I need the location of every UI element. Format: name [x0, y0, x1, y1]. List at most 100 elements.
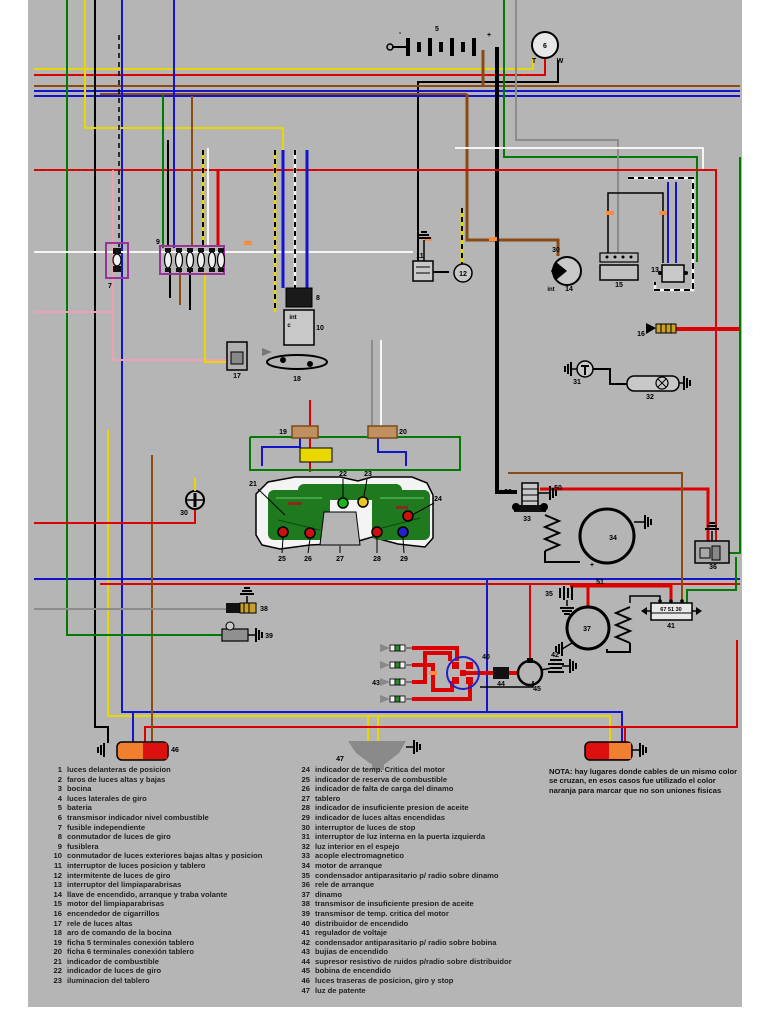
legend-item-number: 19 [53, 937, 62, 947]
component-label: 30 [552, 247, 560, 254]
legend-item-label: bocina [67, 784, 92, 794]
wire [515, 0, 619, 253]
legend-item-number: 24 [301, 765, 310, 774]
component-shape [544, 551, 580, 563]
legend-item-number: 44 [301, 956, 310, 966]
spark-plug-icon [394, 644, 401, 652]
component-shape [661, 264, 685, 283]
component-label: 30 [180, 510, 188, 517]
legend-item-number: 43 [301, 947, 310, 957]
component-shape [606, 643, 631, 653]
component-shape [658, 599, 662, 603]
component-shape [230, 351, 244, 365]
component-shape [609, 743, 631, 759]
component-shape [396, 506, 408, 509]
wire [495, 47, 517, 494]
fuse-icon [198, 248, 204, 252]
component-label: 9 [156, 239, 160, 246]
legend-item: 3 bocina [46, 784, 262, 794]
component-label: int [547, 287, 554, 293]
component-label: 12 [459, 271, 467, 278]
component-shape [413, 502, 435, 515]
component-shape [112, 253, 122, 267]
component-shape [226, 603, 240, 613]
component-label: int [289, 315, 296, 321]
component-shape [680, 599, 684, 603]
component-shape [225, 621, 235, 631]
wire [417, 60, 559, 263]
legend-item: 32 luz interior en el espejo [294, 842, 512, 852]
component-label: W [557, 58, 564, 65]
component-shape [288, 502, 302, 505]
fuse-icon [196, 251, 206, 269]
component-shape [397, 526, 409, 538]
fuse-icon [174, 251, 184, 269]
component-shape [277, 526, 289, 538]
component-shape [337, 497, 349, 509]
component-shape [605, 255, 609, 259]
component-label: 19 [279, 429, 287, 436]
spark-plug-icon [399, 644, 406, 652]
legend-item-label: luz interior en el espejo [315, 841, 400, 851]
legend-item-number: 8 [57, 832, 62, 842]
legend-item-label: distribuidor de encendido [315, 918, 409, 928]
component-label: 10 [316, 325, 324, 332]
legend-item-label: transmisor de insuficiente presion de ac… [315, 899, 474, 909]
component-label: 46 [171, 747, 179, 754]
component-label: 27 [336, 556, 344, 563]
wire [686, 557, 737, 603]
component-label: 30 [504, 489, 512, 496]
component-shape [372, 490, 430, 540]
spark-plug-icon [380, 644, 390, 652]
legend-item-label: indicador de insuficiente presion de ace… [315, 803, 469, 813]
component-shape [307, 538, 311, 554]
fuse-icon [176, 268, 182, 272]
component-label: + [590, 562, 594, 569]
wire [34, 57, 534, 70]
component-shape [699, 547, 711, 559]
legend-item-number: 46 [301, 976, 310, 986]
wire [412, 651, 452, 684]
legend-item-number: 3 [57, 784, 62, 794]
legend-item-number: 11 [53, 860, 62, 870]
spark-plug-icon [389, 661, 396, 669]
component-label: 8 [316, 295, 320, 302]
component-shape [578, 507, 636, 565]
legend-item-label: ficha 5 terminales conexión tablero [67, 937, 195, 947]
component-label: 23 [364, 471, 372, 478]
wire [570, 584, 673, 603]
fuse-icon [198, 268, 204, 272]
wire [34, 169, 717, 543]
legend-item-number: 29 [301, 812, 310, 822]
component-shape [452, 677, 459, 684]
wire [728, 157, 741, 554]
component-label: 42 [551, 652, 559, 659]
component-shape [304, 527, 316, 539]
component-label: - [399, 30, 402, 37]
component-label: 47 [336, 756, 344, 763]
fuse-icon [218, 268, 224, 272]
legend-item-label: ficha 6 terminales conexión tablero [67, 947, 195, 957]
legend-item-label: luz de patente [315, 985, 366, 995]
component-label: 29 [400, 556, 408, 563]
legend-item-label: transmisor de temp. critica del motor [315, 908, 449, 918]
legend-item-number: 32 [301, 841, 310, 851]
legend-item-number: 5 [57, 803, 62, 813]
component-label: 33 [523, 516, 531, 523]
legend-item-number: 42 [301, 937, 310, 947]
wire [204, 272, 227, 363]
component-shape [381, 517, 421, 529]
legend-item-label: interruptor de luces posicion y tablero [67, 860, 206, 870]
